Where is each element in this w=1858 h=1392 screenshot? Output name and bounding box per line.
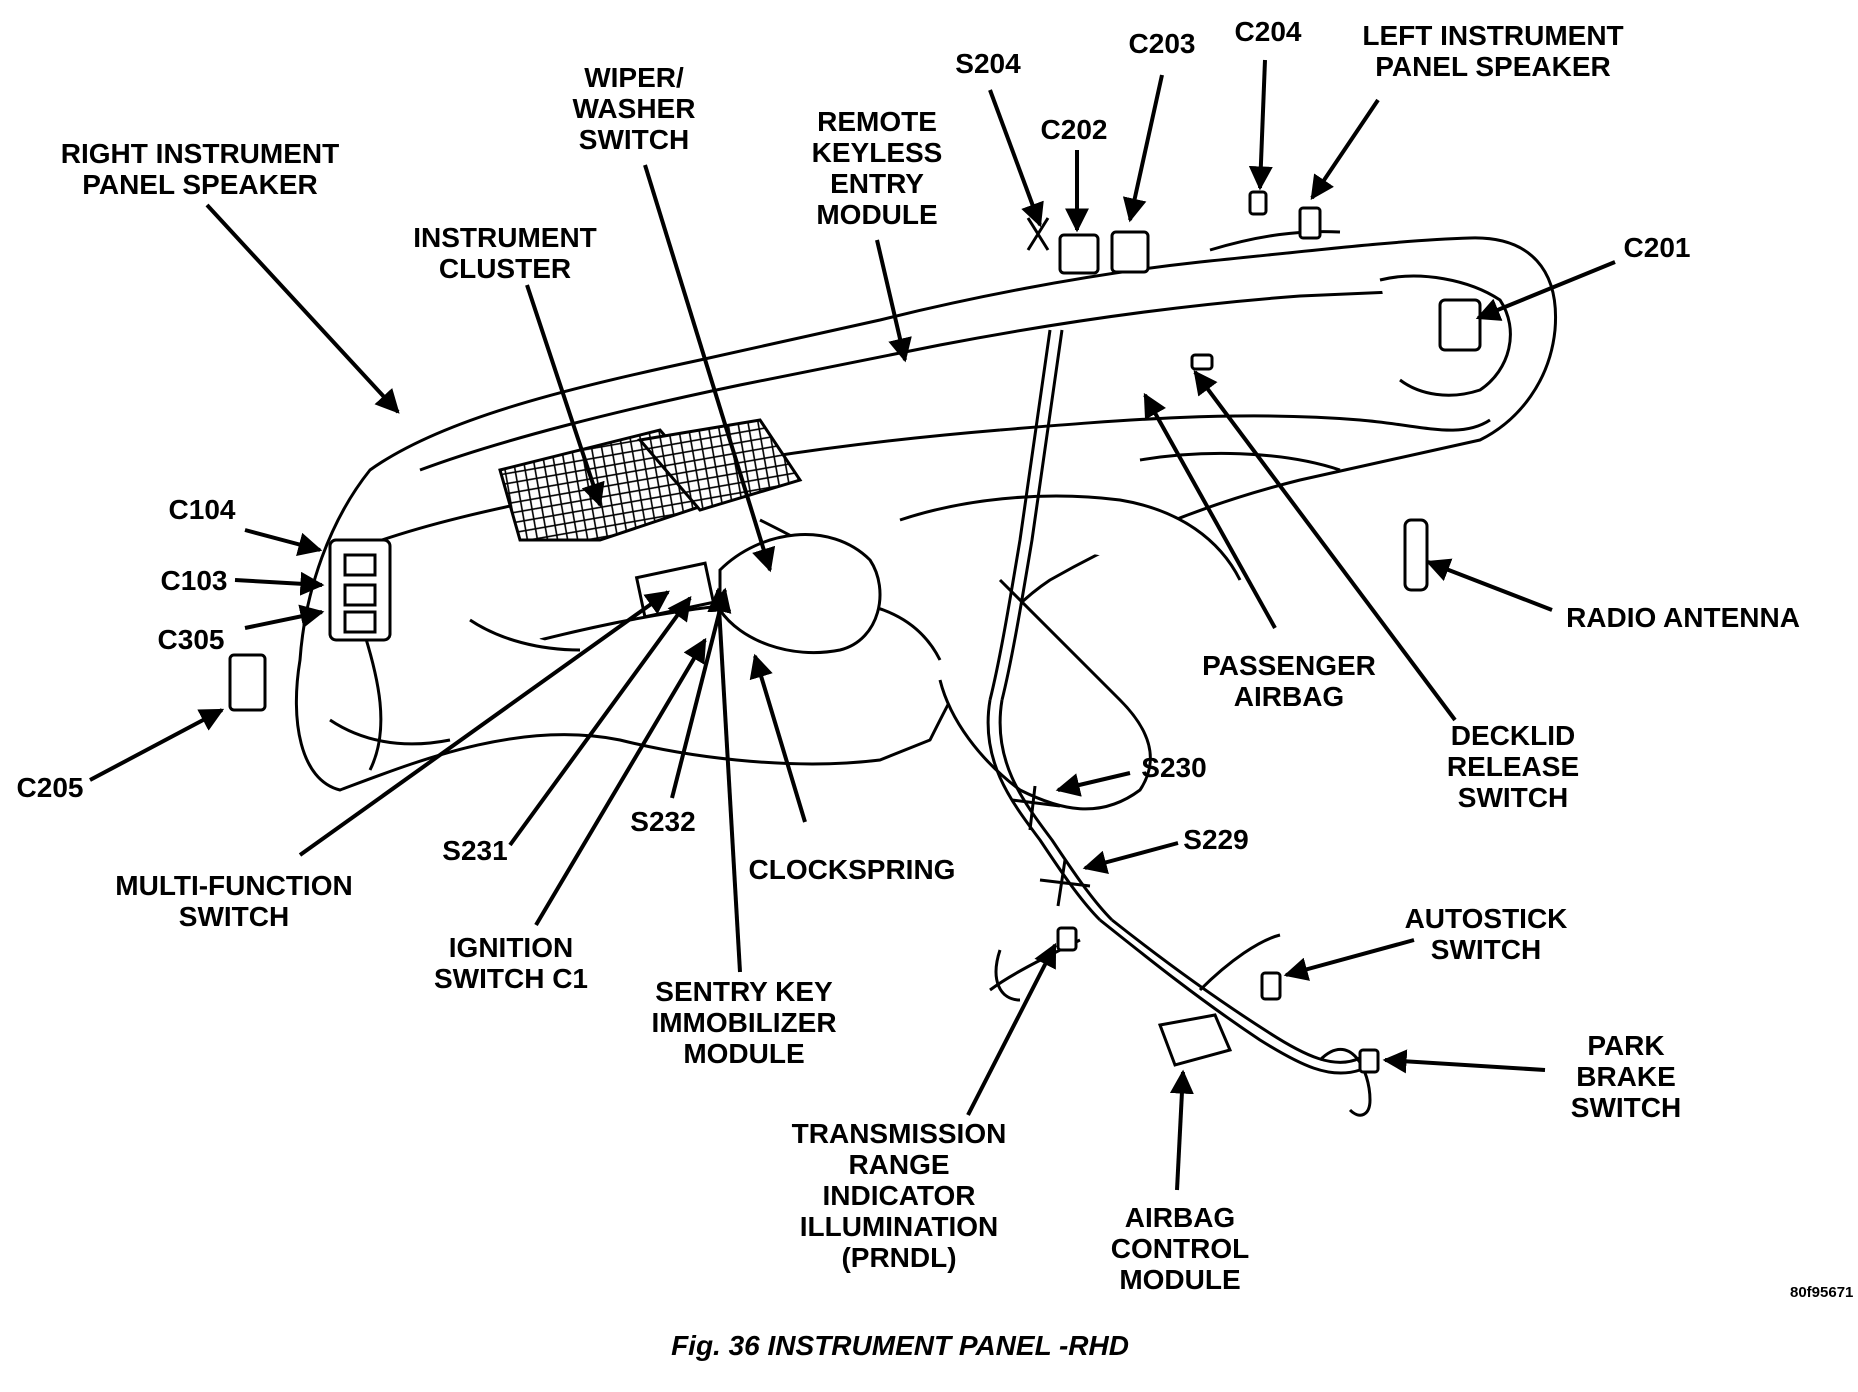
- figure-caption: Fig. 36 INSTRUMENT PANEL -RHD: [671, 1330, 1129, 1361]
- splice-markers: [1011, 217, 1091, 907]
- label-radio-antenna: RADIO ANTENNA: [1566, 602, 1800, 633]
- label-s229: S229: [1183, 824, 1249, 855]
- label-c305: C305: [157, 624, 225, 655]
- label-c201: C201: [1623, 232, 1691, 263]
- label-c202: C202: [1040, 114, 1108, 145]
- lower-modules: [994, 926, 1380, 1074]
- label-clockspring: CLOCKSPRING: [748, 854, 956, 885]
- label-c103: C103: [160, 565, 228, 596]
- label-c204: C204: [1234, 16, 1302, 47]
- cluster-grille-right: [637, 418, 803, 512]
- label-s232: S232: [630, 806, 696, 837]
- top-connectors: [1058, 190, 1322, 371]
- label-c104: C104: [168, 494, 236, 525]
- label-c205: C205: [16, 772, 84, 803]
- figure-id: 80f95671: [1790, 1284, 1854, 1301]
- leader-arrows: [89, 59, 1616, 1191]
- steering-column-opening: [718, 533, 882, 655]
- label-c203: C203: [1128, 28, 1196, 59]
- left-connector-block: [228, 538, 392, 712]
- label-s230: S230: [1141, 752, 1207, 783]
- label-s231: S231: [442, 835, 508, 866]
- instrument-panel-body: [294, 230, 1558, 811]
- label-s204: S204: [955, 48, 1021, 79]
